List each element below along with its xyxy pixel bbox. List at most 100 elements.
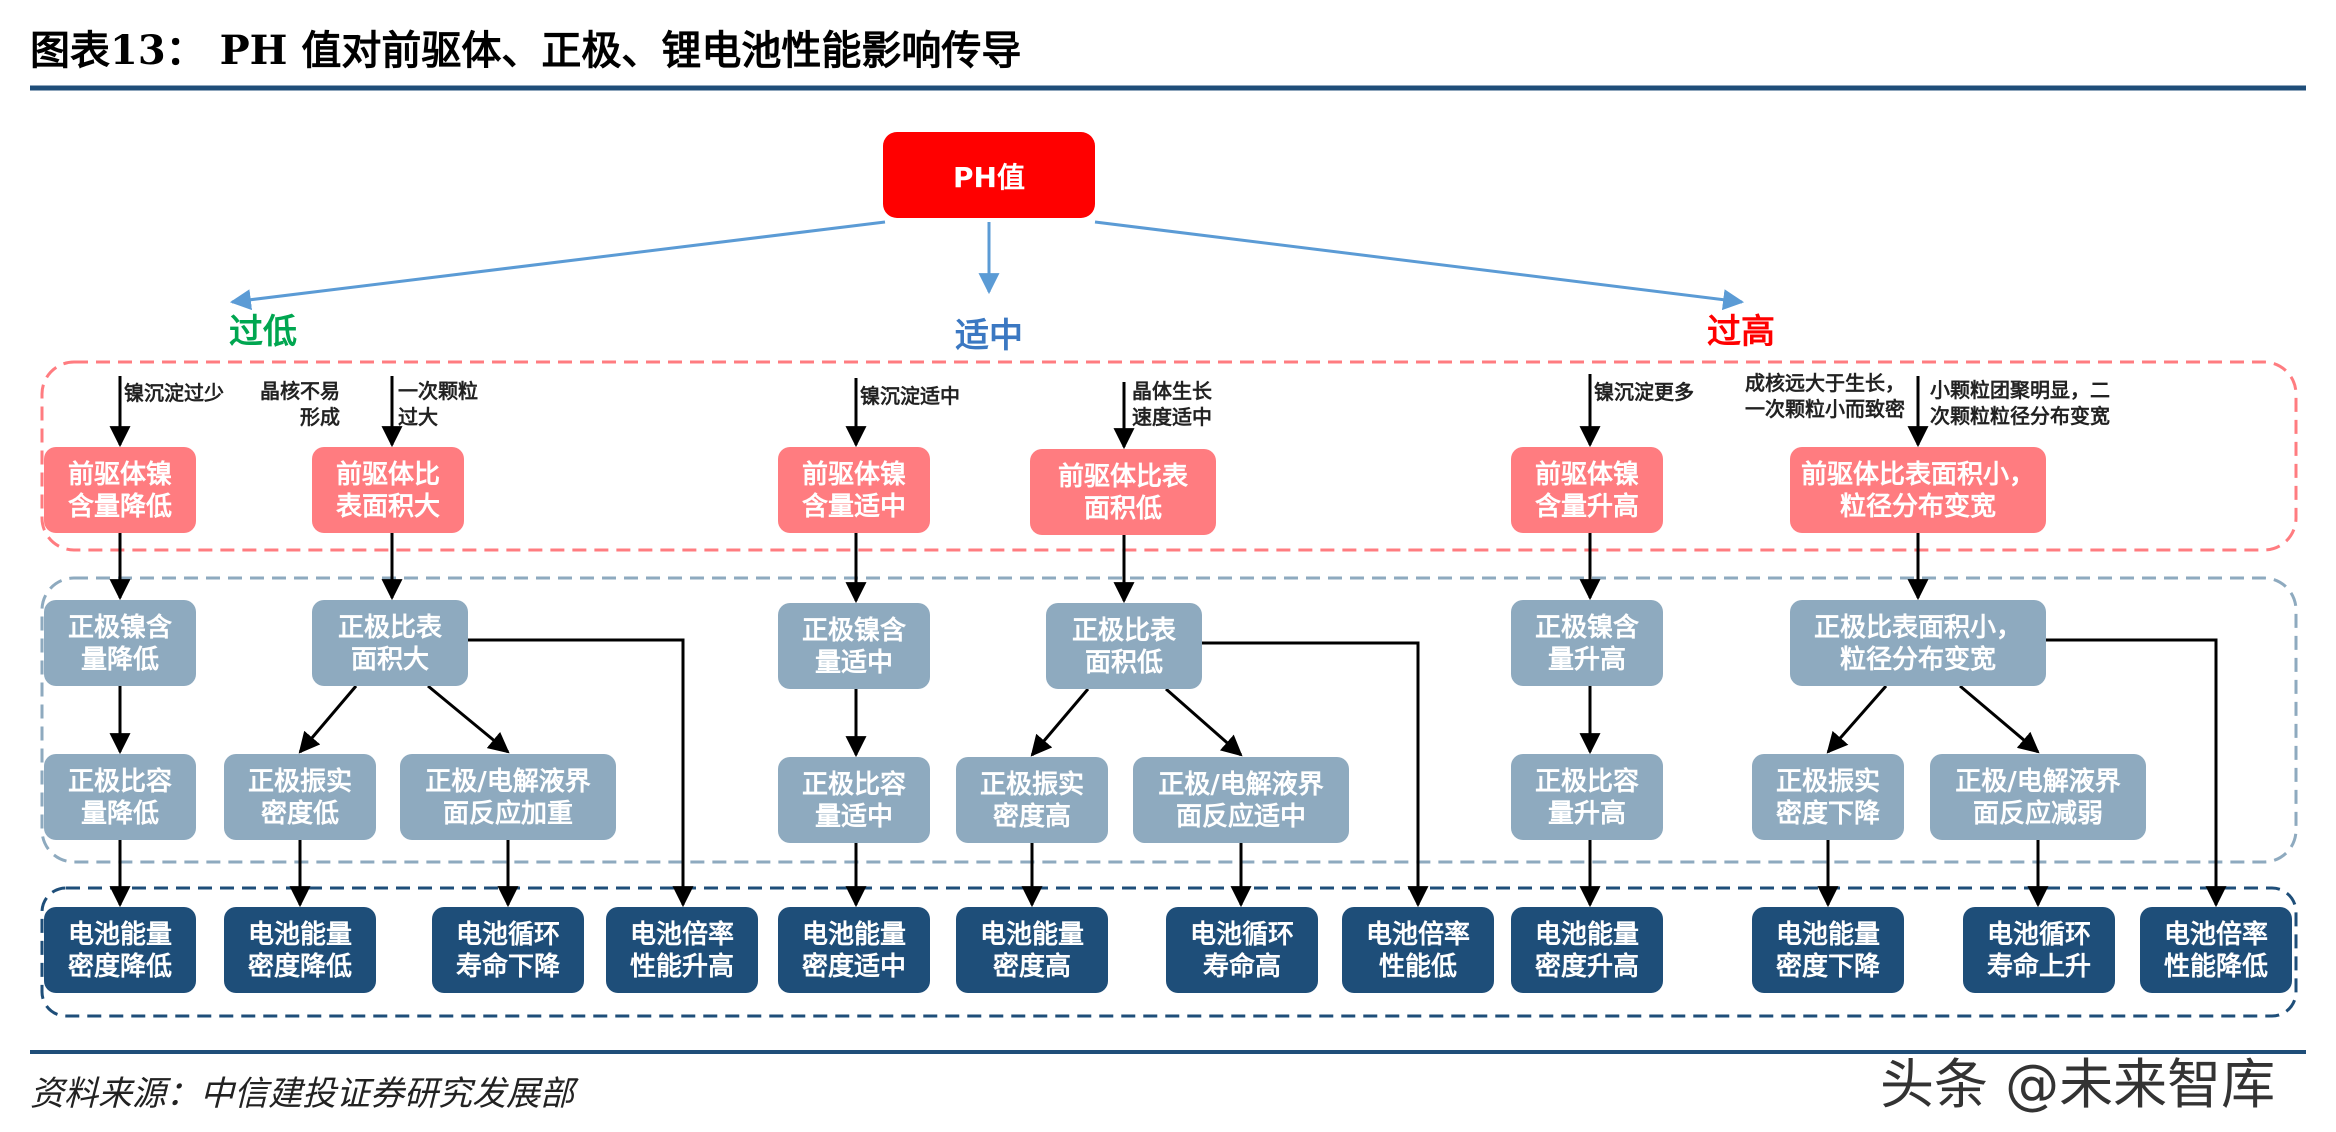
cathode-node-label: 面反应减弱 (1973, 798, 2103, 829)
watermark: 头条 @未来智库 (1880, 1053, 2276, 1116)
annotation-a4: 镍沉淀适中 (860, 384, 960, 408)
battery-node-label: 性能降低 (2164, 951, 2268, 982)
node-p6: 前驱体比表面积小，粒径分布变宽 (1790, 447, 2046, 533)
connector-arrow (1030, 688, 1090, 757)
battery-node-box (432, 907, 584, 993)
battery-node-label: 寿命高 (1203, 951, 1281, 982)
cathode-node-label: 正极振实 (980, 769, 1084, 800)
cathode-node-box (1930, 754, 2146, 840)
annotation-a3: 过大 (398, 405, 438, 429)
battery-node-box (224, 907, 376, 993)
cathode-node-label: 量适中 (815, 648, 893, 678)
cathode-node-label: 正极镍含 (68, 612, 173, 643)
cathode-node-label: 正极振实 (1776, 766, 1880, 797)
cathode-node-label: 正极比容 (1535, 766, 1639, 797)
node-c6: 正极比表面积小，粒径分布变宽 (1790, 600, 2046, 686)
annotation-a7: 一次颗粒小而致密 (1745, 397, 1905, 421)
connector-arrow (1826, 685, 1888, 754)
battery-node-label: 电池倍率 (630, 919, 734, 950)
precursor-node-label: 含量降低 (68, 491, 172, 522)
battery-node-label: 电池能量 (1776, 919, 1880, 950)
cathode-node-box (956, 757, 1108, 843)
annotation-a8: 小颗粒团聚明显，二 (1930, 378, 2110, 402)
annotation-a3: 一次颗粒 (398, 379, 478, 403)
connector-arrow (1094, 220, 1745, 311)
cathode-node-label: 面积大 (351, 645, 429, 675)
battery-node-label: 性能升高 (630, 951, 734, 982)
cathode-node-label: 正极镍含 (802, 615, 907, 646)
connector-arrow (1959, 684, 2040, 754)
annotation-a5: 速度适中 (1132, 405, 1212, 429)
battery-node-label: 电池能量 (802, 919, 906, 950)
cathode-node-box (400, 754, 616, 840)
annotation-a5: 晶体生长 (1132, 379, 1213, 403)
battery-node-box (606, 907, 758, 993)
cathode-node-label: 正极比表 (338, 613, 443, 643)
precursor-node-box (1511, 447, 1663, 533)
battery-node-label: 寿命下降 (456, 951, 561, 982)
branch-label-mid: 适中 (955, 316, 1023, 356)
connector-arrow (229, 220, 886, 311)
battery-node-label: 电池能量 (980, 919, 1084, 950)
cathode-node-box (1790, 600, 2046, 686)
precursor-node-box (312, 447, 464, 533)
precursor-node-label: 面积低 (1084, 494, 1162, 524)
cathode-node-label: 量降低 (81, 799, 159, 829)
annotation-a6: 镍沉淀更多 (1594, 380, 1694, 404)
cathode-node-label: 正极比容 (802, 769, 906, 800)
annotation-a1: 镍沉淀过少 (124, 381, 224, 405)
precursor-node-label: 前驱体镍 (802, 459, 906, 490)
connector-arrow (298, 685, 358, 754)
cathode-node-label: 面反应适中 (1176, 801, 1306, 832)
battery-node-label: 寿命上升 (1987, 951, 2091, 982)
annotation-a8: 次颗粒粒径分布变宽 (1930, 404, 2110, 428)
cathode-node-box (1511, 600, 1663, 686)
cathode-node-label: 正极比容 (68, 766, 172, 797)
precursor-node-box (44, 447, 196, 533)
cathode-node-label: 密度高 (993, 801, 1071, 832)
cathode-node-label: 正极比表 (1072, 616, 1177, 646)
battery-node-label: 电池倍率 (1366, 919, 1470, 950)
cathode-node-label: 正极/电解液界 (1158, 770, 1324, 800)
battery-node-label: 密度适中 (802, 951, 906, 982)
cathode-node-label: 正极镍含 (1535, 612, 1640, 643)
battery-node-label: 密度下降 (1776, 951, 1881, 982)
battery-node-label: 电池循环 (1987, 920, 2091, 950)
battery-node-box (44, 907, 196, 993)
cathode-node-box (1752, 754, 1904, 840)
precursor-node-box (1790, 447, 2046, 533)
cathode-node-label: 面积低 (1085, 648, 1163, 678)
precursor-node-label: 表面积大 (336, 492, 440, 522)
precursor-node-box (778, 447, 930, 533)
battery-node-box (778, 907, 930, 993)
battery-node-label: 密度升高 (1535, 951, 1639, 982)
cathode-node-label: 正极振实 (248, 766, 352, 797)
root-node-box (883, 132, 1095, 218)
cathode-node-label: 量降低 (81, 645, 159, 675)
precursor-node-label: 前驱体比 (336, 459, 440, 490)
battery-node-box (956, 907, 1108, 993)
connector-elbow (468, 638, 694, 908)
branch-label-high: 过高 (1707, 312, 1775, 352)
connector-arrow (427, 684, 510, 754)
connector-elbow (1202, 641, 1429, 908)
root-node: PH值 (883, 132, 1095, 218)
cathode-node-label: 粒径分布变宽 (1840, 644, 1996, 675)
cathode-node-label: 量适中 (815, 802, 893, 832)
cathode-node-box (1046, 603, 1202, 689)
precursor-node-label: 含量升高 (1535, 491, 1639, 522)
